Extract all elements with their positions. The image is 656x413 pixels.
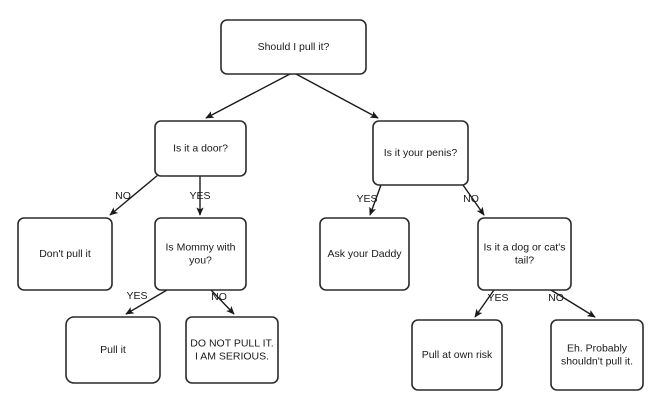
node-label-mommy: Is Mommy with	[165, 241, 235, 253]
edge-connector	[125, 289, 168, 315]
node-box-do-not-pull[interactable]	[185, 316, 279, 384]
edge-penis-yes: YES	[356, 184, 382, 216]
edge-connector	[210, 289, 235, 315]
node-label-penis: Is it your penis?	[384, 147, 458, 159]
node-label-ask-daddy: Ask your Daddy	[327, 248, 402, 260]
node-ask-daddy[interactable]: Ask your Daddy	[319, 217, 410, 291]
edge-connector	[109, 174, 159, 216]
edge-connector	[295, 73, 379, 119]
node-label-pull-it: Pull it	[100, 344, 126, 356]
edge-mommy-yes: YES	[125, 289, 168, 315]
edge-connector	[369, 184, 382, 216]
node-label-do-not-pull: I AM SERIOUS.	[195, 350, 269, 362]
node-label-probably-not: Eh. Probably	[567, 342, 628, 354]
node-box-pull-it[interactable]	[65, 316, 161, 384]
edge-door-yes: YES	[189, 176, 211, 216]
node-label-root: Should I pull it?	[258, 41, 330, 53]
node-label-mommy: you?	[189, 254, 212, 266]
node-label-probably-not: shouldn't pull it.	[561, 355, 633, 367]
edge-door-no: NO	[109, 174, 159, 216]
node-penis[interactable]: Is it your penis?	[372, 120, 469, 186]
edge-label-penis-no: NO	[463, 193, 479, 205]
node-dont-pull[interactable]: Don't pull it	[17, 217, 113, 291]
node-box-door[interactable]	[154, 120, 247, 177]
node-label-door: Is it a door?	[173, 142, 228, 154]
node-label-dont-pull: Don't pull it	[39, 248, 91, 260]
node-door[interactable]: Is it a door?	[154, 120, 247, 177]
edge-label-mommy-no: NO	[211, 291, 227, 303]
edge-label-tail-no: NO	[548, 292, 564, 304]
edge-label-tail-yes: YES	[487, 292, 508, 304]
nodes-layer: Should I pull it? Is it a door? Is it your…	[17, 19, 644, 391]
node-label-own-risk: Pull at own risk	[422, 349, 493, 361]
node-label-tail: tail?	[515, 254, 534, 266]
edge-connector	[205, 73, 291, 119]
edge-connector	[550, 289, 596, 318]
edge-label-door-no: NO	[115, 190, 131, 202]
edge-label-door-yes: YES	[189, 190, 210, 202]
edge-root-to-door	[205, 73, 291, 119]
node-own-risk[interactable]: Pull at own risk	[411, 319, 503, 391]
node-box-mommy[interactable]	[154, 217, 247, 291]
edge-label-mommy-yes: YES	[126, 290, 147, 302]
edge-connector	[474, 289, 495, 318]
node-box-root[interactable]	[220, 19, 367, 75]
node-box-tail[interactable]	[477, 217, 572, 291]
edge-tail-no: NO	[548, 289, 596, 318]
node-pull-it[interactable]: Pull it	[65, 316, 161, 384]
edge-penis-no: NO	[462, 184, 485, 216]
node-label-tail: Is it a dog or cat's	[484, 241, 566, 253]
node-root[interactable]: Should I pull it?	[220, 19, 367, 75]
node-box-dont-pull[interactable]	[17, 217, 113, 291]
node-label-do-not-pull: DO NOT PULL IT.	[190, 337, 273, 349]
edge-label-penis-yes: YES	[356, 193, 377, 205]
edge-connector	[462, 184, 485, 216]
edge-mommy-no: NO	[210, 289, 235, 315]
node-box-ask-daddy[interactable]	[319, 217, 410, 291]
node-do-not-pull[interactable]: DO NOT PULL IT.I AM SERIOUS.	[185, 316, 279, 384]
edges-layer: NO YES YES NO YES NO YES NO	[109, 73, 596, 318]
node-box-own-risk[interactable]	[411, 319, 503, 391]
edge-tail-yes: YES	[474, 289, 509, 318]
edge-root-to-penis	[295, 73, 379, 119]
node-box-probably-not[interactable]	[550, 319, 644, 391]
node-box-penis[interactable]	[372, 120, 469, 186]
